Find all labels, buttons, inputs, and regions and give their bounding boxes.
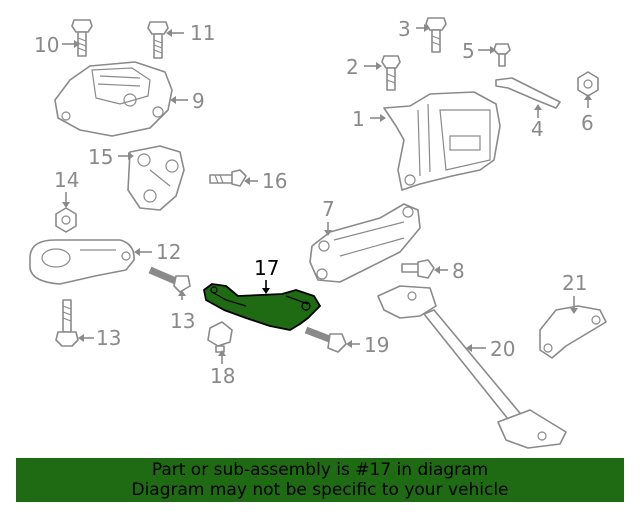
part-2-bolt <box>381 55 401 91</box>
part-11-bolt <box>147 21 169 59</box>
callout-1: 1 <box>352 107 365 131</box>
callout-5: 5 <box>462 39 475 63</box>
part-4-strap <box>495 77 561 109</box>
callout-16: 16 <box>262 169 287 193</box>
part-13-bolt-lower <box>55 299 79 347</box>
callout-8: 8 <box>452 259 465 283</box>
callout-20: 20 <box>490 337 515 361</box>
part-20-torque-rod <box>377 285 567 449</box>
callout-3: 3 <box>398 17 411 41</box>
part-5-bolt <box>493 43 511 67</box>
callout-6: 6 <box>581 111 594 135</box>
callout-13-lower: 13 <box>96 326 121 350</box>
callout-labels: 10 11 9 15 16 14 12 13 13 18 17 19 8 7 1… <box>34 17 594 388</box>
part-1-mount <box>383 91 501 191</box>
callout-4: 4 <box>531 117 544 141</box>
callout-11: 11 <box>190 21 215 45</box>
part-8-bolt <box>401 259 435 279</box>
part-17-highlighted <box>203 283 321 331</box>
callout-12: 12 <box>156 240 181 264</box>
part-19-bolt <box>304 326 347 353</box>
callout-19: 19 <box>364 333 389 357</box>
part-18-bolt <box>207 321 233 353</box>
part-15-bracket <box>127 145 185 211</box>
part-12-mount <box>29 239 135 285</box>
part-7-bracket <box>309 203 421 283</box>
callout-15: 15 <box>88 145 113 169</box>
banner-line-disclaimer: Diagram may not be specific to your vehi… <box>131 480 509 500</box>
part-3-bolt <box>425 17 447 53</box>
callout-18: 18 <box>210 364 235 388</box>
part-21-bracket <box>539 305 607 359</box>
part-10-bolt <box>71 19 93 57</box>
callout-2: 2 <box>346 55 359 79</box>
part-14-nut <box>55 207 77 233</box>
part-6-nut <box>577 71 599 97</box>
callout-9: 9 <box>192 89 205 113</box>
callout-10: 10 <box>34 33 59 57</box>
callout-21: 21 <box>562 271 587 295</box>
part-13-bolt-upper <box>148 266 191 293</box>
callout-13-upper: 13 <box>170 309 195 333</box>
part-9-mount <box>54 61 173 137</box>
callout-14: 14 <box>54 168 79 192</box>
info-banner: Part or sub-assembly is #17 in diagram D… <box>16 458 624 502</box>
callout-7: 7 <box>322 197 335 221</box>
leader-lines <box>62 24 592 364</box>
banner-line-part: Part or sub-assembly is #17 in diagram <box>151 460 489 480</box>
part-16-bolt <box>209 169 247 187</box>
callout-17: 17 <box>254 256 279 280</box>
